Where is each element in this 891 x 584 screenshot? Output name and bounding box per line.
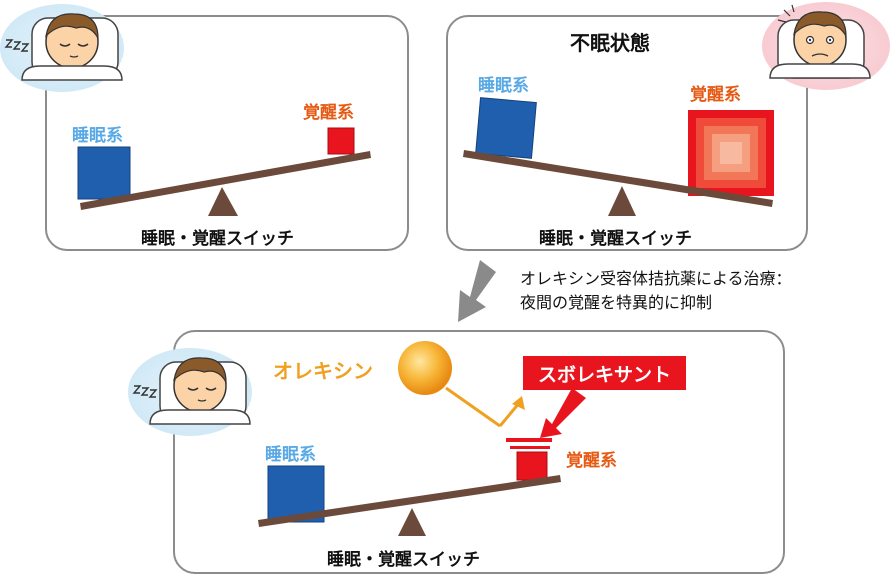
wake-block — [516, 451, 548, 481]
fulcrum — [608, 186, 636, 216]
wake-system-label: 覚醒系 — [690, 85, 741, 105]
switch-label: 睡眠・覚醒スイッチ — [327, 550, 480, 570]
sleeping-boy-icon — [128, 348, 252, 436]
down-arrow-icon — [458, 260, 496, 322]
zzz-icon — [4, 39, 30, 52]
receptor-bar-bottom — [510, 446, 550, 449]
fulcrum — [208, 187, 238, 216]
receptor-bar-top — [506, 438, 552, 442]
fulcrum — [398, 508, 426, 536]
worried-boy-icon — [762, 2, 890, 90]
insomnia-title: 不眠状態 — [570, 31, 650, 55]
wake-system-label: 覚醒系 — [566, 451, 617, 471]
sleeping-boy-icon — [0, 4, 124, 92]
orexin-sun-icon — [398, 341, 452, 395]
sleep-block — [77, 146, 131, 200]
suvorexant-label: スボレキサント — [523, 356, 686, 390]
switch-label: 睡眠・覚醒スイッチ — [141, 229, 294, 249]
treatment-note-line2: 夜間の覚醒を特異的に抑制 — [520, 293, 713, 312]
zzz-icon — [132, 385, 158, 398]
orexin-label: オレキシン — [273, 359, 373, 383]
switch-label: 睡眠・覚醒スイッチ — [539, 229, 692, 249]
suvorexant-arrow — [540, 388, 586, 438]
seesaw-beam — [463, 150, 773, 207]
wake-block — [327, 127, 355, 155]
treatment-note-line1: オレキシン受容体拮抗薬による治療： — [520, 269, 792, 288]
wake-block-enlarged — [688, 110, 774, 196]
sleep-block — [475, 97, 537, 159]
seesaw-beam — [258, 475, 561, 527]
sleep-system-label: 睡眠系 — [265, 445, 316, 465]
orexin-path — [445, 386, 501, 428]
seesaw-beam — [80, 151, 371, 210]
sleep-system-label: 睡眠系 — [72, 126, 123, 146]
sleep-system-label: 睡眠系 — [478, 76, 529, 96]
wake-system-label: 覚醒系 — [303, 103, 354, 123]
